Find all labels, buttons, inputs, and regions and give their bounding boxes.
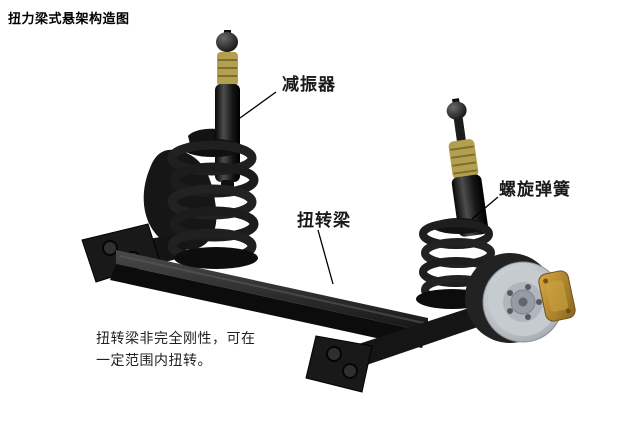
- page-title: 扭力梁式悬架构造图: [8, 11, 130, 26]
- bolt: [342, 363, 358, 379]
- shock-dome: [216, 32, 238, 52]
- lug-bolt: [525, 314, 531, 320]
- bolt: [102, 240, 118, 256]
- lug-bolt: [507, 290, 513, 296]
- label-shock-absorber: 减振器: [282, 75, 336, 94]
- caption: 扭转梁非完全刚性，可在 一定范围内扭转。: [96, 328, 256, 371]
- brake-caliper: [538, 270, 576, 322]
- torsion-beam: [110, 250, 428, 348]
- caption-line-1: 扭转梁非完全刚性，可在: [96, 330, 256, 346]
- leader-coil-spring: [471, 196, 499, 220]
- shock-dome: [446, 101, 467, 120]
- leader-torsion-beam: [317, 229, 334, 285]
- bolt: [326, 346, 342, 362]
- label-coil-spring: 螺旋弹簧: [499, 180, 571, 199]
- label-torsion-beam: 扭转梁: [297, 211, 351, 230]
- lug-bolt: [536, 299, 542, 305]
- lug-bolt: [507, 308, 513, 314]
- left-coil-spring: [167, 139, 259, 269]
- lug-bolt: [525, 284, 531, 290]
- left-shock-absorber: [215, 30, 240, 194]
- caption-line-2: 一定范围内扭转。: [96, 351, 212, 368]
- shock-body: [215, 84, 240, 182]
- leader-shock-absorber: [239, 91, 277, 119]
- leader-lines: [239, 91, 499, 285]
- right-mounting-bracket: [305, 335, 373, 393]
- bump-stop: [448, 139, 479, 180]
- right-shock-absorber: [446, 98, 489, 237]
